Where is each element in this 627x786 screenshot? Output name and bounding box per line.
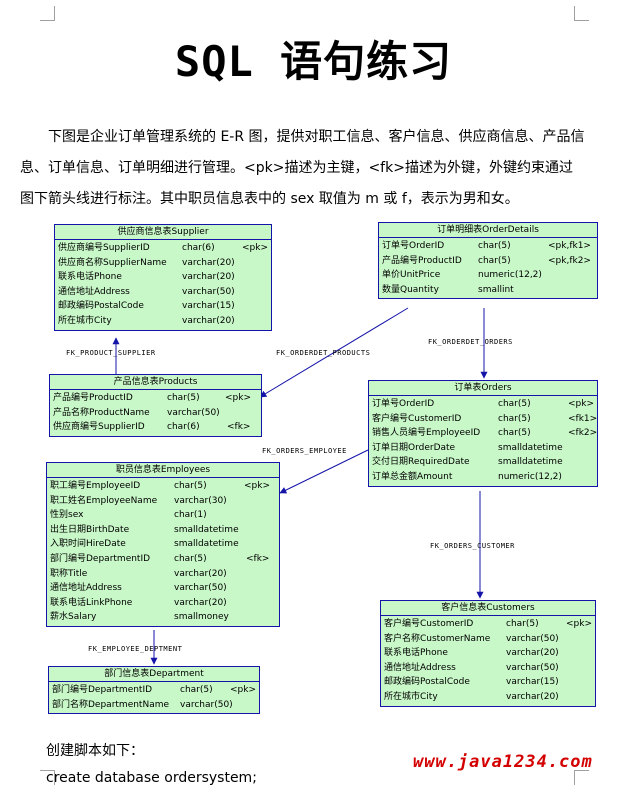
entity-key-row: 职工编号EmployeeID char(5) <pk> [50,481,271,491]
intro-paragraph: 下图是企业订单管理系统的 E-R 图，提供对职工信息、客户信息、供应商信息、产品… [20,129,585,207]
entity-title: 订单表Orders [369,381,597,396]
relation-label: FK_PRODUCT_SUPPLIER [66,349,156,357]
entity-key-row: 订单号OrderID char(5) <pk,fk1> [382,241,591,251]
page-corner-mark [574,6,589,21]
relation-label: FK_EMPLOYEE_DEPTMENT [88,645,183,653]
intro-text: 下图是企业订单管理系统的 E-R 图，提供对职工信息、客户信息、供应商信息、产品… [20,122,586,215]
entity-title: 供应商信息表Supplier [55,225,271,240]
entity-title: 订单明细表OrderDetails [379,223,597,238]
entity-orderdetails[interactable]: 订单明细表OrderDetails 订单号OrderID char(5) <pk… [378,222,598,300]
entity-title: 部门信息表Department [49,667,259,682]
link-orderdet-products [259,307,409,398]
relation-label: FK_ORDERS_CUSTOMER [430,542,515,550]
link-orders-employee [279,449,369,494]
entity-title: 职员信息表Employees [47,463,279,478]
entity-key-row: 部门编号DepartmentID char(5) <pk> [52,685,257,695]
script-label: 创建脚本如下： [46,743,144,759]
entity-products[interactable]: 产品信息表Products 产品编号ProductID char(5) <pk>… [49,374,262,437]
document-title: SQL 语句练习 [174,37,453,86]
script-code-line: create database ordersystem; [46,770,257,786]
entity-employees[interactable]: 职员信息表Employees 职工编号EmployeeID char(5) <p… [46,462,280,627]
relation-label: FK_ORDERDET_ORDERS [428,338,513,346]
entity-customers[interactable]: 客户信息表Customers 客户编号CustomerID char(5) <p… [380,600,596,707]
relation-label: FK_ORDERS_EMPLOYEE [262,447,347,455]
page-corner-mark [40,770,55,785]
entity-supplier[interactable]: 供应商信息表Supplier 供应商编号SupplierID char(6) <… [54,224,272,331]
entity-key-row: 产品编号ProductID char(5) <pk,fk2> [382,255,591,266]
entity-key-row: 产品编号ProductID char(5) <pk> [53,393,252,403]
entity-key-row: 供应商编号SupplierID char(6) <pk> [58,243,269,253]
entity-department[interactable]: 部门信息表Department 部门编号DepartmentID char(5)… [48,666,260,715]
entity-orders[interactable]: 订单表Orders 订单号OrderID char(5) <pk> 客户编号Cu… [368,380,598,487]
page-corner-mark [574,770,589,785]
relation-label: FK_ORDERDET_PRODUCTS [276,349,371,357]
entity-title: 客户信息表Customers [381,601,595,616]
page-corner-mark [40,6,55,21]
entity-key-row: 客户编号CustomerID char(5) <pk> [384,619,593,629]
watermark: www.java1234.com [413,752,593,772]
entity-key-row: 订单号OrderID char(5) <pk> [372,399,595,409]
entity-title: 产品信息表Products [50,375,261,390]
